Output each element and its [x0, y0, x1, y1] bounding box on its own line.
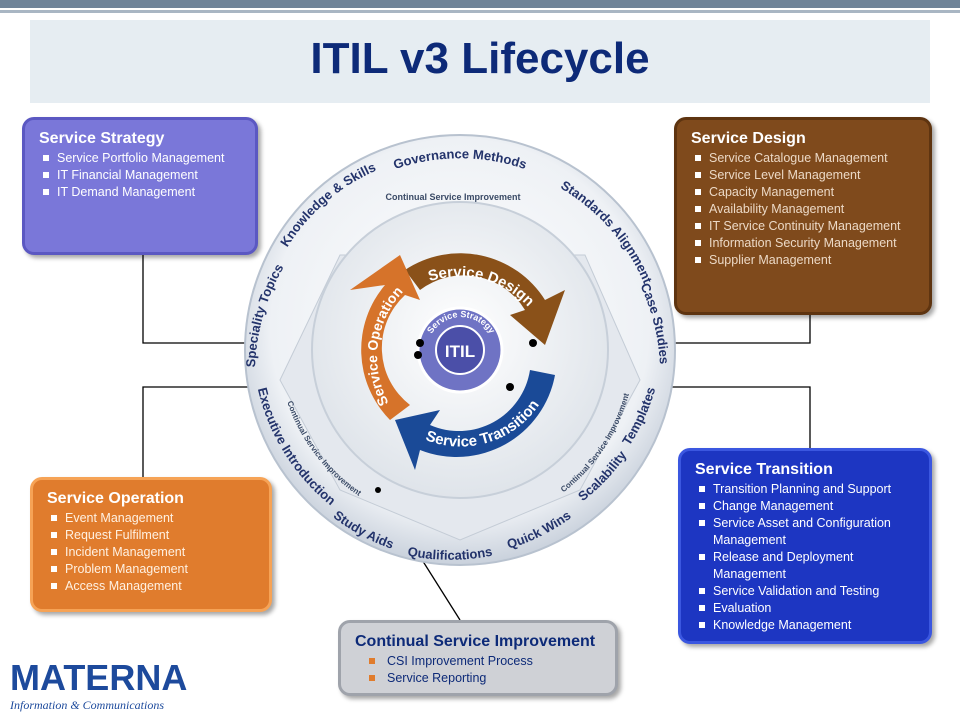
list-item: Request Fulfilment: [47, 527, 255, 544]
logo-wordmark: MATERNA: [10, 657, 188, 698]
service-operation-box: Service Operation Event Management Reque…: [30, 477, 272, 612]
list-item: Supplier Management: [691, 252, 915, 269]
itil-center-label: ITIL: [445, 342, 475, 361]
service-design-heading: Service Design: [691, 130, 806, 147]
list-item: Problem Management: [47, 561, 255, 578]
top-band: [0, 0, 960, 8]
list-item: Release and Deployment Management: [695, 549, 915, 583]
list-item: Transition Planning and Support: [695, 481, 915, 498]
outer-qualifications-label: Qualifications: [407, 544, 494, 563]
svg-text:Qualifications: Qualifications: [407, 544, 494, 563]
csi-top-label: Continual Service Improvement: [385, 192, 520, 202]
logo-tagline: Information & Communications: [10, 698, 165, 712]
list-item: Incident Management: [47, 544, 255, 561]
csi-box: Continual Service Improvement CSI Improv…: [338, 620, 618, 696]
list-item: IT Financial Management: [39, 167, 241, 184]
list-item: CSI Improvement Process: [355, 653, 601, 670]
page-title: ITIL v3 Lifecycle: [310, 34, 650, 83]
title-bar: ITIL v3 Lifecycle: [30, 20, 930, 103]
list-item: IT Service Continuity Management: [691, 218, 915, 235]
service-design-arrow: [405, 253, 565, 345]
list-item: Capacity Management: [691, 184, 915, 201]
service-design-box: Service Design Service Catalogue Managem…: [674, 117, 932, 315]
service-design-list: Service Catalogue Management Service Lev…: [691, 150, 915, 269]
list-item: Service Validation and Testing: [695, 583, 915, 600]
service-operation-heading: Service Operation: [47, 490, 184, 507]
list-item: Knowledge Management: [695, 617, 915, 634]
service-operation-arrow: [350, 255, 420, 420]
list-item: Information Security Management: [691, 235, 915, 252]
connector-dots: [375, 339, 537, 493]
csi-list: CSI Improvement Process Service Reportin…: [355, 653, 601, 687]
list-item: Availability Management: [691, 201, 915, 218]
service-strategy-box: Service Strategy Service Portfolio Manag…: [22, 117, 258, 255]
service-transition-heading: Service Transition: [695, 461, 833, 478]
materna-logo: MATERNA Information & Communications: [10, 660, 187, 713]
list-item: IT Demand Management: [39, 184, 241, 201]
service-transition-box: Service Transition Transition Planning a…: [678, 448, 932, 644]
list-item: Service Portfolio Management: [39, 150, 241, 167]
service-operation-list: Event Management Request Fulfilment Inci…: [47, 510, 255, 595]
list-item: Service Level Management: [691, 167, 915, 184]
list-item: Evaluation: [695, 600, 915, 617]
service-transition-list: Transition Planning and Support Change M…: [695, 481, 915, 634]
list-item: Service Asset and Configuration Manageme…: [695, 515, 915, 549]
list-item: Service Reporting: [355, 670, 601, 687]
list-item: Event Management: [47, 510, 255, 527]
itil-core: [435, 325, 485, 375]
top-band-thin: [0, 10, 960, 13]
list-item: Change Management: [695, 498, 915, 515]
list-item: Access Management: [47, 578, 255, 595]
csi-heading: Continual Service Improvement: [355, 633, 596, 650]
service-strategy-list: Service Portfolio Management IT Financia…: [39, 150, 241, 201]
list-item: Service Catalogue Management: [691, 150, 915, 167]
service-strategy-heading: Service Strategy: [39, 130, 165, 147]
service-transition-arrow: [395, 370, 555, 470]
